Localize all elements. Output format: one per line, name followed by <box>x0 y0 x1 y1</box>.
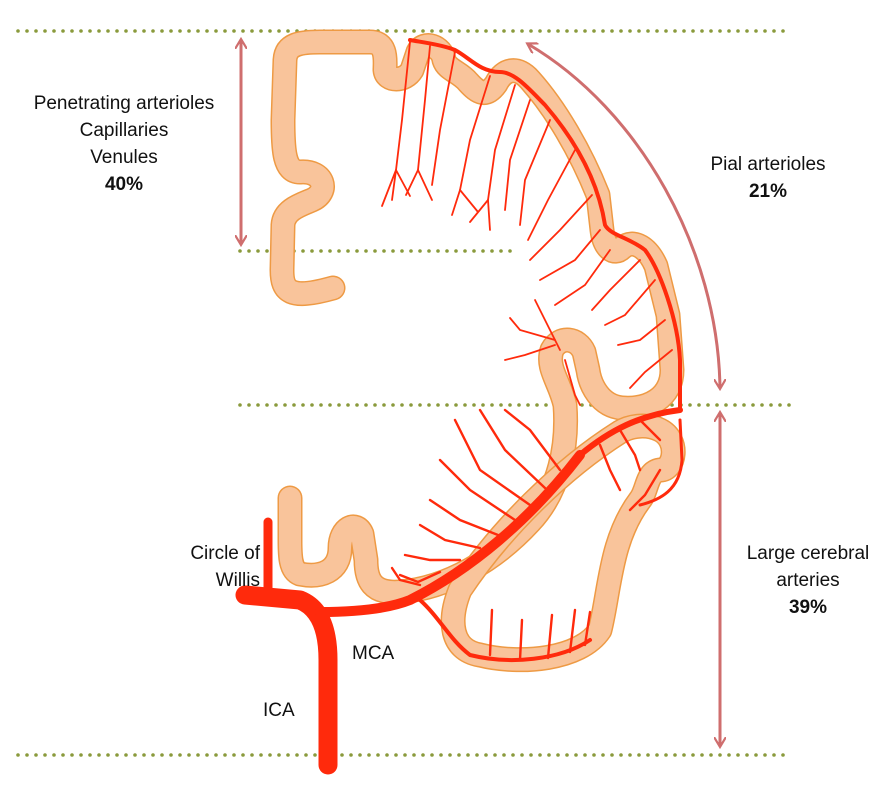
mca-main <box>315 450 585 617</box>
circle-line-2: Willis <box>215 570 260 591</box>
penetrating-line-1: Penetrating arterioles <box>33 93 215 114</box>
mca-lateral <box>418 598 592 662</box>
large-percent: 39% <box>788 597 828 618</box>
mca-upper-trunk <box>577 407 683 458</box>
circle-line-1: Circle of <box>190 543 260 564</box>
circle-of-willis-label: Circle of Willis <box>160 540 260 594</box>
penetrating-line-2: Capillaries <box>79 120 169 141</box>
penetrating-percent: 40% <box>104 174 144 195</box>
large-arteries-label: Large cerebral arteries 39% <box>728 540 888 621</box>
temporal-lobe-band-fill <box>442 415 685 671</box>
measurement-arrows <box>241 40 720 746</box>
penetrating-line-3: Venules <box>90 147 158 168</box>
mca-label: MCA <box>352 643 395 664</box>
temporal-surface-artery <box>638 418 684 507</box>
penetrating-arterioles <box>381 41 673 406</box>
cortex-band-edge <box>269 29 685 605</box>
mca-branches <box>390 408 662 662</box>
cortex-band-fill <box>271 31 683 604</box>
large-line-1: Large cerebral <box>746 543 870 564</box>
pial-label: Pial arterioles 21% <box>678 151 858 205</box>
large-line-2: arteries <box>776 570 840 591</box>
ica-trunk <box>235 585 338 775</box>
pial-range-arrow <box>528 44 720 388</box>
ica-label: ICA <box>263 700 295 721</box>
penetrating-label: Penetrating arterioles Capillaries Venul… <box>8 90 240 198</box>
pial-percent: 21% <box>748 181 788 202</box>
pial-line-1: Pial arterioles <box>710 154 826 175</box>
cortex-band <box>269 29 686 673</box>
